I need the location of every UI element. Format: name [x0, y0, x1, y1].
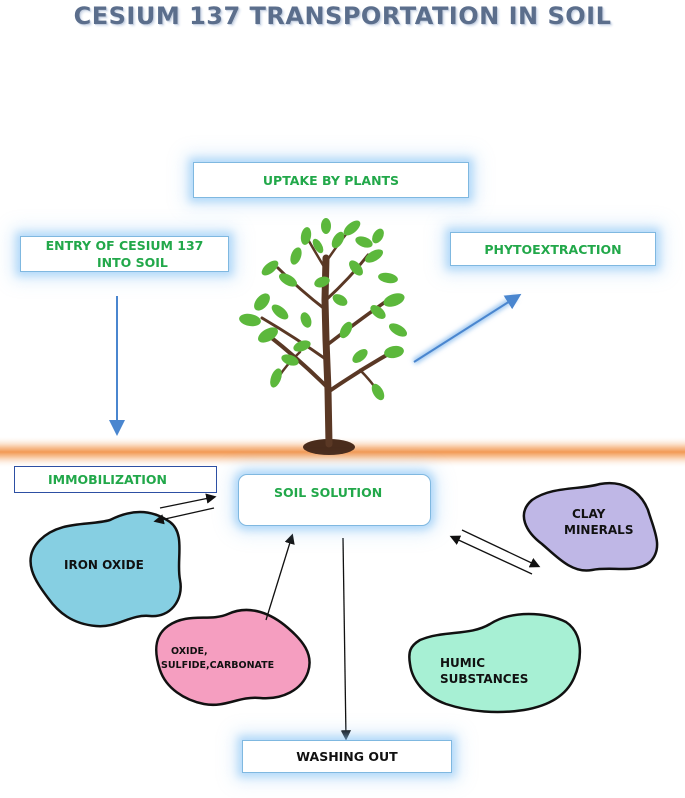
- iron-oxide-shape: [29, 510, 182, 628]
- clay-label-line1: CLAY: [572, 507, 606, 521]
- iron-oxide-label: IRON OXIDE: [64, 558, 144, 572]
- immobilization-box: IMMOBILIZATION: [14, 466, 217, 493]
- humic-label-line2: SUBSTANCES: [440, 672, 529, 686]
- clay-label-line2: MINERALS: [564, 523, 634, 537]
- entry-label-line1: ENTRY OF CESIUM 137: [45, 238, 204, 253]
- immobilization-label: IMMOBILIZATION: [48, 472, 167, 487]
- entry-label-line2: INTO SOIL: [97, 255, 168, 270]
- oxide-label-line2: SULFIDE,CARBONATE: [161, 660, 275, 671]
- exchange-arrows-iron-oxide: [153, 493, 217, 525]
- humic-substances-label: HUMIC SUBSTANCES: [440, 655, 528, 687]
- oxide-sulfide-carbonate-label: OXIDE, SULFIDE,CARBONATE: [161, 645, 274, 673]
- oxide-label-line1: OXIDE,: [171, 646, 208, 657]
- humic-label-line1: HUMIC: [440, 656, 485, 670]
- humic-substances-shape: [408, 612, 582, 714]
- phyto-arrow: [412, 293, 522, 365]
- phytoextraction-label: PHYTOEXTRACTION: [484, 241, 622, 257]
- clay-minerals-label: CLAY MINERALS: [564, 506, 633, 538]
- clay-minerals-shape: [522, 481, 659, 572]
- soil-solution-box: SOIL SOLUTION: [238, 474, 431, 526]
- oxide-sulfide-carbonate-shape: [154, 608, 311, 707]
- soil-solution-label: SOIL SOLUTION: [274, 485, 383, 500]
- page-title: CESIUM 137 TRANSPORTATION IN SOIL: [73, 2, 612, 30]
- arrow-oxide-to-solution: [265, 533, 295, 621]
- entry-of-cesium-box: ENTRY OF CESIUM 137 INTO SOIL: [20, 236, 229, 272]
- washing-out-label: WASHING OUT: [296, 749, 398, 764]
- phytoextraction-box: PHYTOEXTRACTION: [450, 232, 656, 266]
- arrow-solution-to-washing-out: [340, 537, 352, 741]
- uptake-by-plants-label: UPTAKE BY PLANTS: [262, 172, 400, 188]
- tree-icon: [239, 218, 408, 455]
- uptake-by-plants-box: UPTAKE BY PLANTS: [193, 162, 469, 198]
- washing-out-box: WASHING OUT: [242, 740, 452, 773]
- exchange-arrows-clay: [449, 529, 541, 575]
